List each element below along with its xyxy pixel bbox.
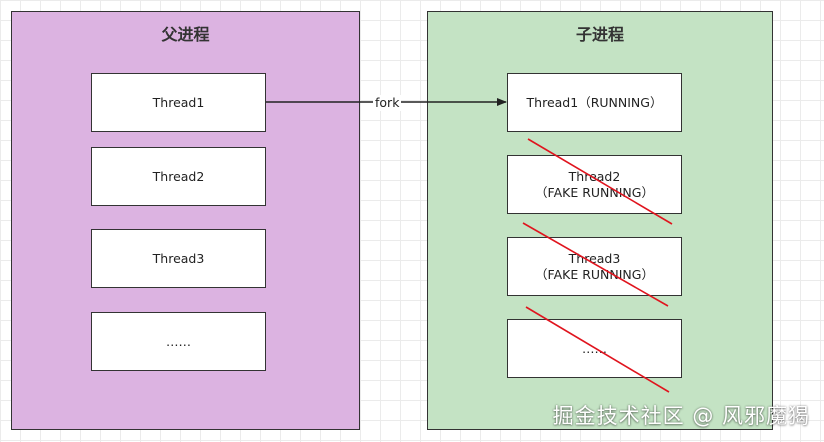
child-process-title: 子进程 (575, 25, 624, 44)
parent-thread-1: Thread1 (91, 73, 266, 132)
child-thread-2: Thread2 （FAKE RUNNING） (507, 155, 682, 214)
child-thread-1: Thread1（RUNNING） (507, 73, 682, 132)
parent-thread-2: Thread2 (91, 147, 266, 206)
parent-thread-3: Thread3 (91, 229, 266, 288)
child-thread-3: Thread3 （FAKE RUNNING） (507, 237, 682, 296)
child-thread-ellipsis: …… (507, 319, 682, 378)
parent-thread-ellipsis: …… (91, 312, 266, 371)
fork-label: fork (373, 95, 402, 111)
watermark: 掘金技术社区 @ 风邪魔猲 (552, 404, 810, 428)
parent-process-title: 父进程 (161, 25, 210, 44)
